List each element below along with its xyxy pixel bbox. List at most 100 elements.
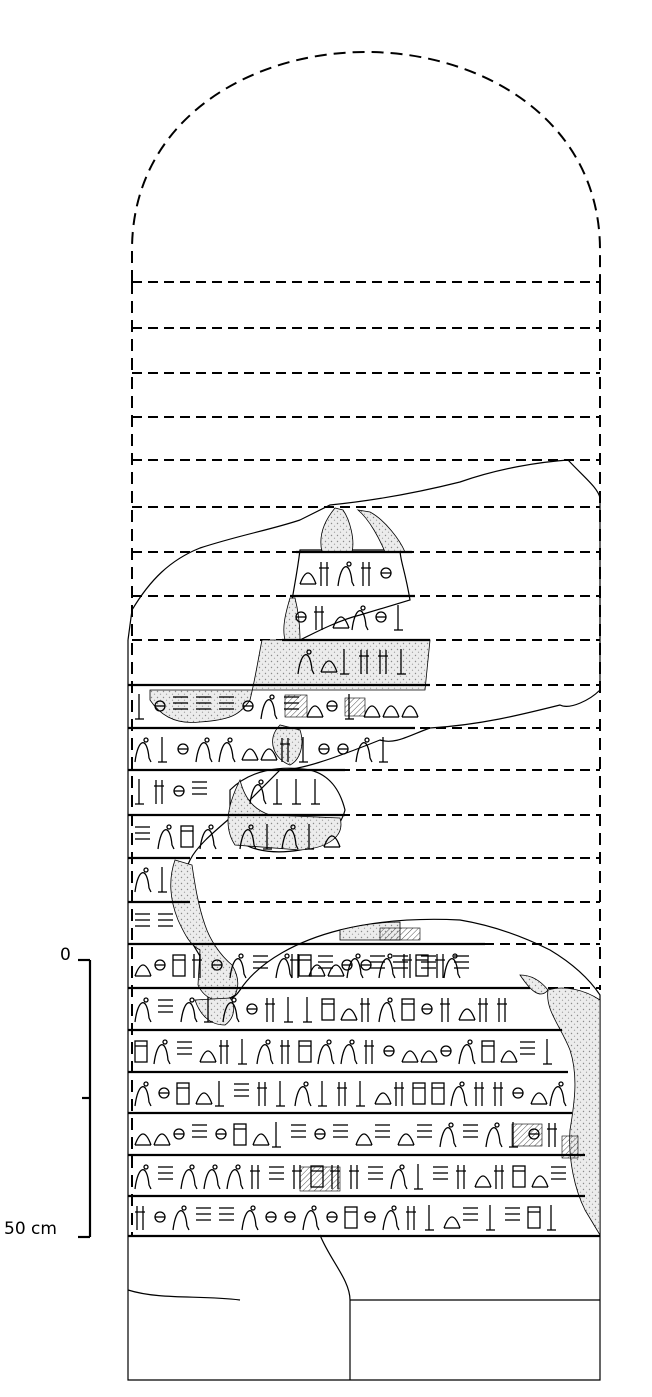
hieroglyph	[379, 737, 388, 763]
hieroglyph	[172, 954, 186, 977]
hieroglyph	[393, 955, 408, 969]
hieroglyph	[355, 1133, 373, 1146]
hieroglyph	[299, 737, 308, 763]
hieroglyph	[306, 705, 324, 718]
hieroglyph	[378, 997, 396, 1023]
hieroglyph	[319, 562, 329, 586]
hieroglyph	[493, 1082, 503, 1106]
hieroglyph	[351, 605, 369, 631]
hieroglyph	[337, 743, 349, 755]
hieroglyph	[378, 650, 388, 674]
hieroglyph	[415, 954, 429, 977]
hieroglyph	[158, 1166, 173, 1180]
hieroglyph	[222, 997, 240, 1023]
hieroglyph	[417, 1124, 432, 1138]
hieroglyph	[346, 953, 364, 979]
hieroglyph	[192, 1124, 207, 1138]
hieroglyph	[199, 1050, 217, 1063]
hieroglyph	[219, 1040, 229, 1064]
hieroglyph	[263, 824, 272, 850]
hieroglyph	[321, 998, 335, 1021]
hieroglyph	[203, 1164, 221, 1190]
hieroglyph	[173, 785, 185, 797]
hieroglyph	[269, 1166, 284, 1180]
hieroglyph	[364, 1211, 376, 1223]
hieroglyph	[332, 616, 350, 629]
hieroglyph	[229, 953, 247, 979]
hieroglyph	[344, 1206, 358, 1229]
hieroglyph	[241, 1205, 259, 1231]
hieroglyph	[383, 1045, 395, 1057]
text-row	[297, 649, 406, 675]
text-row	[295, 605, 403, 631]
hieroglyph	[275, 953, 293, 979]
hieroglyph	[485, 1122, 503, 1148]
hieroglyph	[176, 1082, 190, 1105]
hieroglyph	[157, 824, 175, 850]
mid-fragment-lower	[229, 767, 346, 853]
hieroglyph	[180, 997, 198, 1023]
upper-fragment-outline	[127, 459, 601, 1235]
hieroglyph	[401, 705, 419, 718]
hieroglyph	[439, 1122, 457, 1148]
hieroglyph	[154, 1211, 166, 1223]
text-row	[135, 779, 207, 805]
hieroglyph	[378, 953, 396, 979]
hieroglyph	[341, 959, 353, 971]
base-outline	[127, 1235, 601, 1381]
hieroglyph	[272, 1122, 281, 1148]
hieroglyph	[234, 1083, 249, 1097]
hieroglyph	[318, 1081, 327, 1107]
hieroglyph	[431, 1082, 445, 1105]
hieroglyph	[158, 867, 167, 893]
text-row	[134, 867, 167, 893]
hieroglyph	[226, 1164, 244, 1190]
hieroglyph	[327, 964, 345, 977]
hieroglyph	[463, 1207, 478, 1221]
hieroglyph	[474, 1082, 484, 1106]
hieroglyph	[154, 780, 164, 804]
text-row	[135, 913, 173, 927]
hieroglyph	[435, 954, 445, 978]
hieroglyph	[443, 953, 461, 979]
hieroglyph	[326, 1211, 338, 1223]
hieroglyph	[280, 738, 290, 762]
hieroglyph	[134, 867, 152, 893]
hieroglyph	[361, 562, 371, 586]
hieroglyph	[397, 649, 406, 675]
hieroglyph	[257, 1082, 267, 1106]
hieroglyph	[291, 1124, 306, 1138]
hieroglyph	[308, 964, 326, 977]
crack-3	[127, 1289, 241, 1301]
hieroglyph	[260, 748, 278, 761]
hieroglyph	[340, 1039, 358, 1065]
hieroglyph	[172, 1205, 190, 1231]
hieroglyph	[326, 700, 338, 712]
hieroglyph	[135, 694, 144, 720]
hieroglyph	[134, 964, 152, 977]
hieroglyph	[158, 737, 167, 763]
hieroglyph	[512, 1087, 524, 1099]
hieroglyph	[494, 1165, 504, 1189]
hieroglyph	[500, 1050, 518, 1063]
hieroglyph	[281, 824, 299, 850]
hieroglyph	[290, 954, 300, 978]
hieroglyph	[192, 954, 202, 978]
hieroglyph	[382, 1205, 400, 1231]
hieroglyph	[478, 998, 488, 1022]
hieroglyph	[551, 1166, 566, 1180]
hieroglyph	[173, 696, 188, 710]
hieroglyph	[134, 997, 152, 1023]
hieroglyph	[305, 824, 314, 850]
hieroglyph	[284, 696, 299, 710]
hieroglyph	[454, 955, 469, 969]
text-row	[134, 953, 461, 979]
hieroglyph	[238, 1039, 247, 1065]
hieroglyph	[239, 824, 257, 850]
hieroglyph	[364, 1040, 374, 1064]
hieroglyph	[134, 1133, 152, 1146]
hieroglyph	[520, 1041, 535, 1055]
hieroglyph	[135, 779, 144, 805]
hieroglyph	[233, 1123, 247, 1146]
hieroglyph	[310, 1165, 324, 1188]
